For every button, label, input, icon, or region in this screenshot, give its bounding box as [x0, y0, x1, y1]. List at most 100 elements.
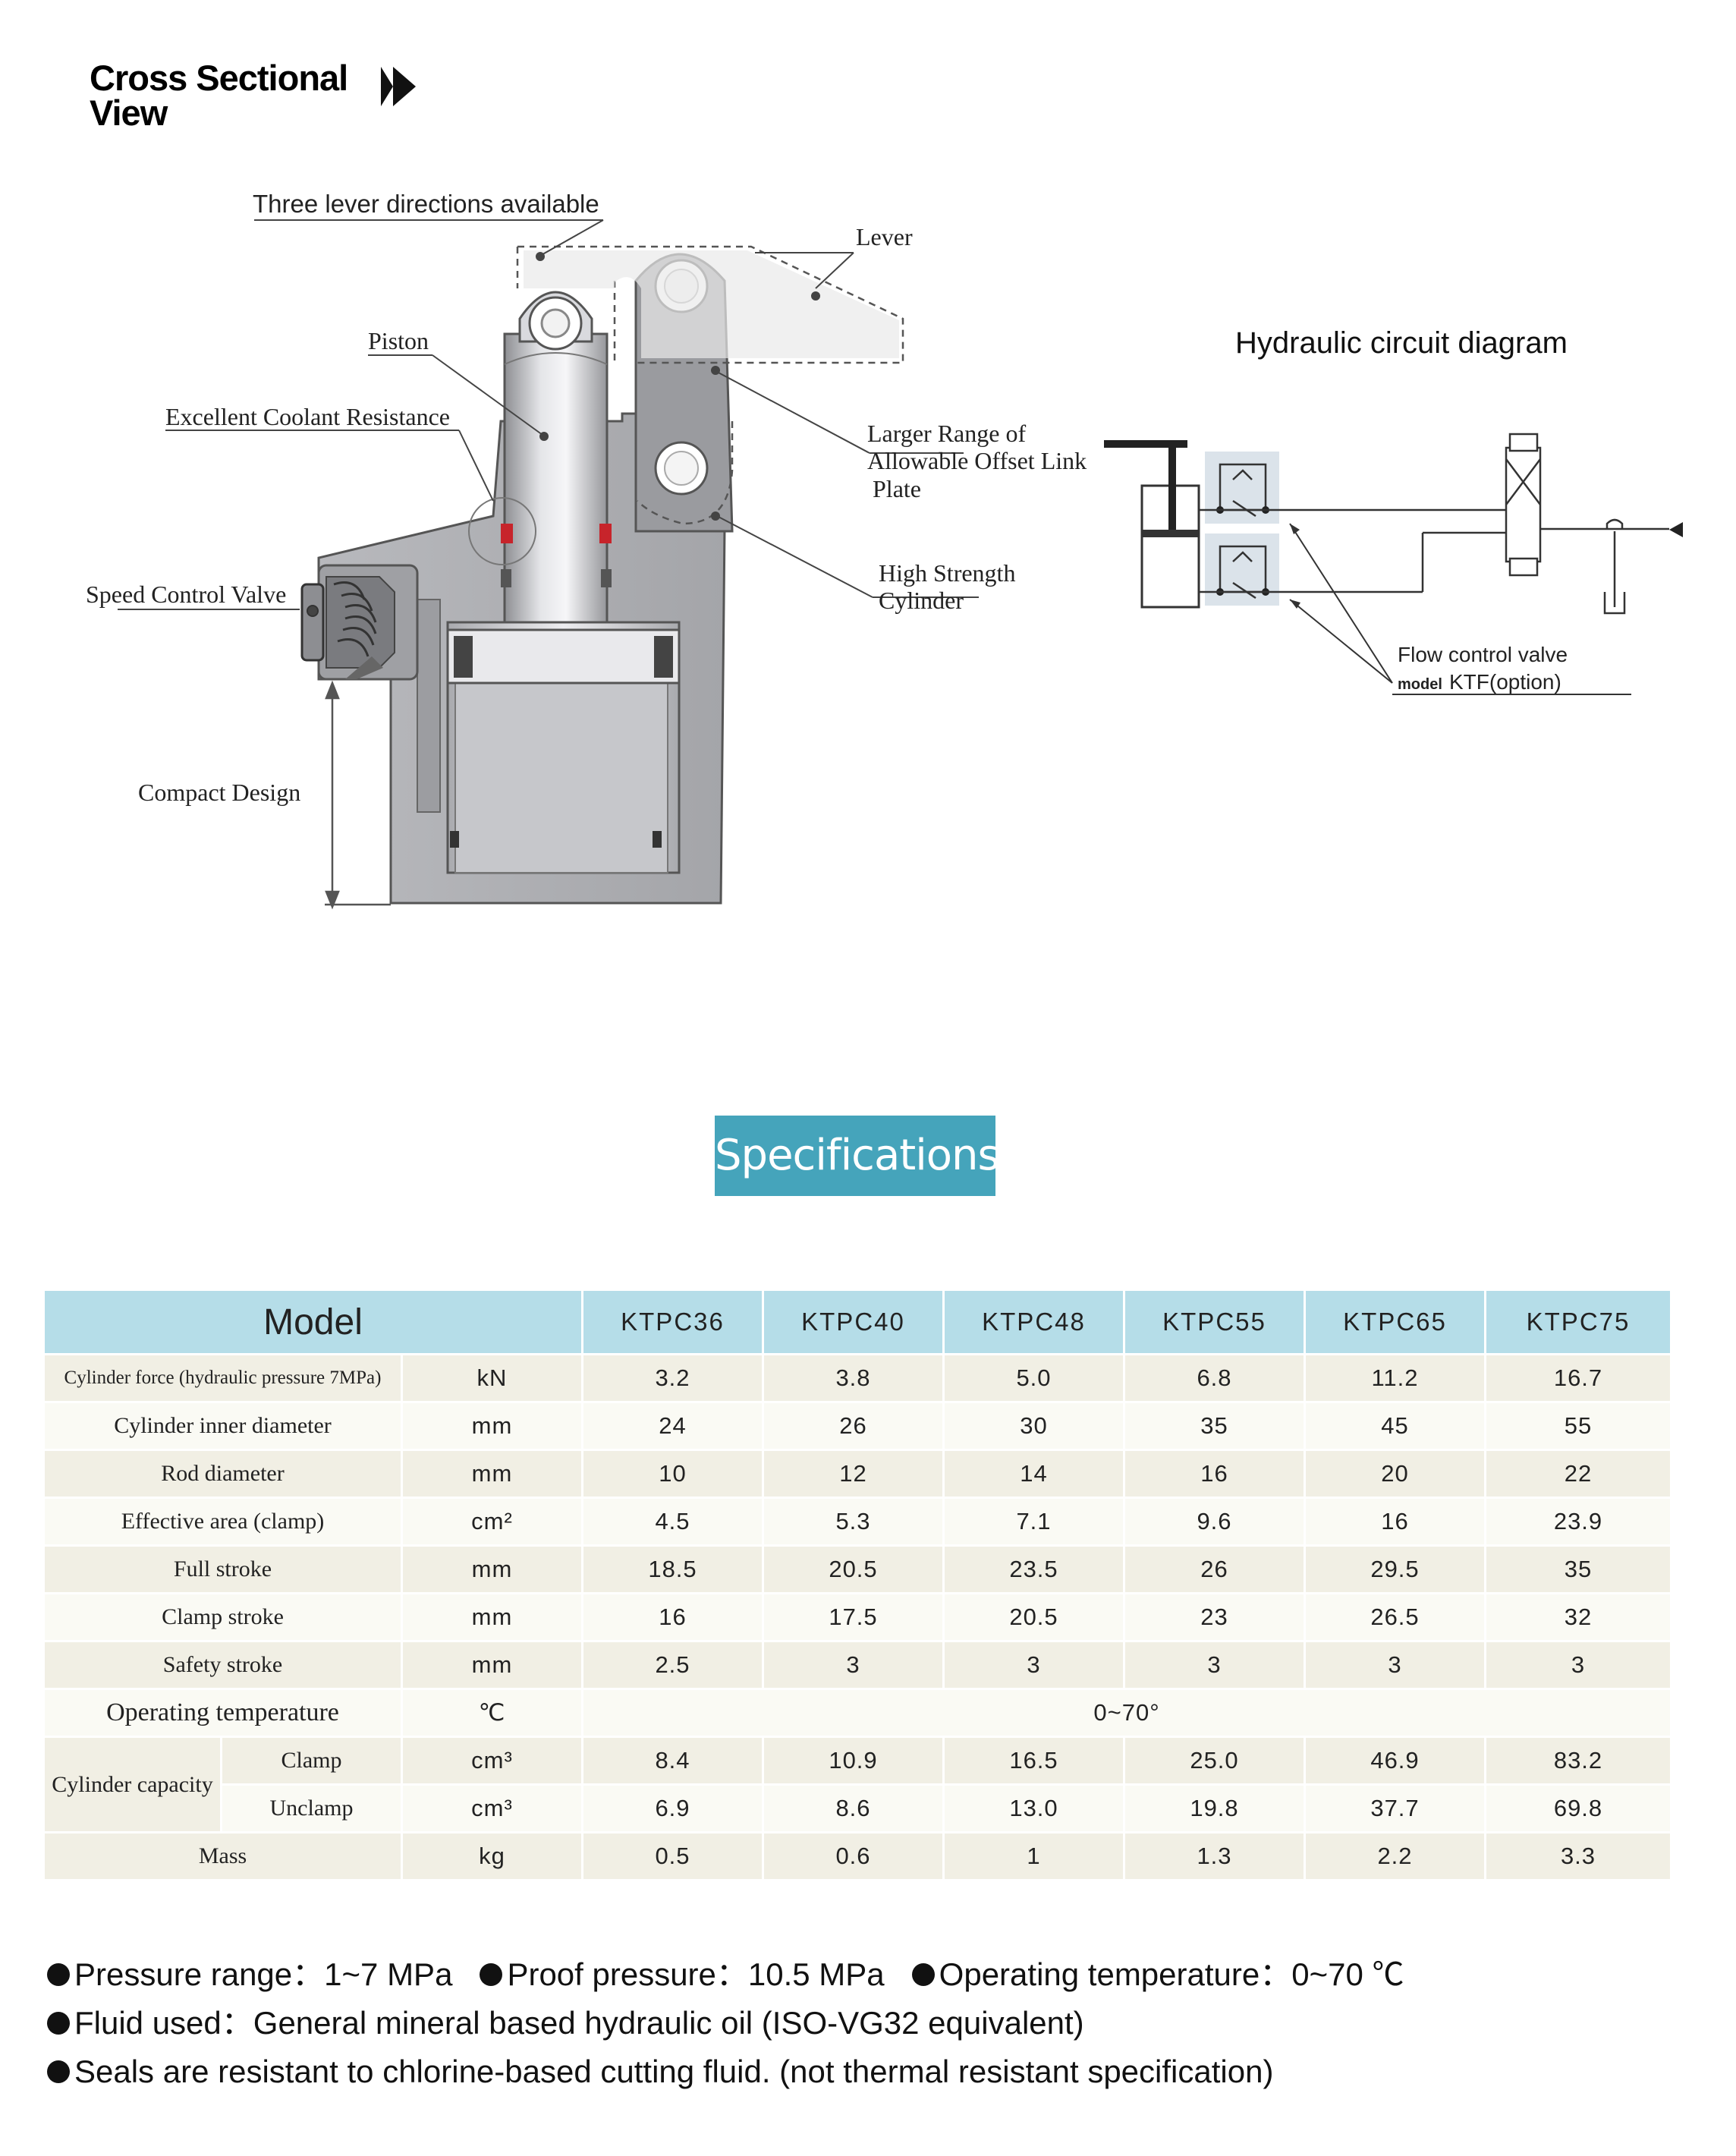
note-pressure: Pressure range：1~7 MPa [74, 1956, 453, 1992]
row-value: 12 [762, 1449, 945, 1499]
row-name: Cylinder inner diameter [42, 1401, 403, 1451]
model-col: KTPC40 [762, 1289, 945, 1355]
row-value: 23 [1123, 1592, 1306, 1642]
row-value: 4.5 [581, 1497, 764, 1547]
model-col: KTPC75 [1484, 1289, 1672, 1355]
table-row: Cylinder force (hydraulic pressure 7MPa)… [42, 1353, 1672, 1403]
row-value: 37.7 [1304, 1783, 1486, 1833]
row-value: 24 [581, 1401, 764, 1451]
row-value: 3.2 [581, 1353, 764, 1403]
row-unit: cm³ [401, 1736, 583, 1786]
row-value: 32 [1484, 1592, 1672, 1642]
row-name: Rod diameter [42, 1449, 403, 1499]
row-value: 13.0 [942, 1783, 1125, 1833]
row-value: 10 [581, 1449, 764, 1499]
label-compact: Compact Design [138, 779, 300, 806]
row-name: Effective area (clamp) [42, 1497, 403, 1547]
label-cylinder-line-2: Cylinder [879, 587, 964, 614]
label-speed-control: Speed Control Valve [86, 581, 286, 608]
model-header: Model [42, 1289, 583, 1355]
arrow-right-icon [381, 67, 416, 106]
row-value: 23.9 [1484, 1497, 1672, 1547]
row-value: 26.5 [1304, 1592, 1486, 1642]
row-unit: mm [401, 1640, 583, 1690]
row-name: Operating temperature [42, 1688, 403, 1738]
row-name: Unclamp [220, 1783, 403, 1833]
row-unit: cm³ [401, 1783, 583, 1833]
row-value: 30 [942, 1401, 1125, 1451]
row-value: 1.3 [1123, 1831, 1306, 1881]
note-line: Pressure range：1~7 MPa Proof pressure：10.… [47, 1950, 1404, 1999]
label-offset-line-1: Larger Range of [867, 420, 1026, 447]
label-offset-line-3: Plate [873, 475, 921, 502]
row-value: 25.0 [1123, 1736, 1306, 1786]
label-offset-line-2: Allowable Offset Link [867, 447, 1087, 474]
bullet-icon [47, 2011, 70, 2035]
row-unit: kg [401, 1831, 583, 1881]
row-value: 20.5 [762, 1544, 945, 1594]
row-value: 35 [1123, 1401, 1306, 1451]
row-value: 2.5 [581, 1640, 764, 1690]
row-value: 0.6 [762, 1831, 945, 1881]
model-name: KTF(option) [1449, 670, 1561, 694]
row-name: Cylinder force (hydraulic pressure 7MPa) [42, 1353, 403, 1403]
leader-lines [118, 219, 979, 615]
row-value: 83.2 [1484, 1736, 1672, 1786]
notes-section: Pressure range：1~7 MPa Proof pressure：10.… [47, 1950, 1404, 2096]
row-value: 55 [1484, 1401, 1672, 1451]
row-value: 16 [581, 1592, 764, 1642]
row-value: 10.9 [762, 1736, 945, 1786]
row-unit: mm [401, 1449, 583, 1499]
row-unit: mm [401, 1544, 583, 1594]
note-line: Fluid used：General mineral based hydraul… [47, 1999, 1404, 2047]
model-col: KTPC36 [581, 1289, 764, 1355]
row-value: 22 [1484, 1449, 1672, 1499]
row-value: 3 [762, 1640, 945, 1690]
label-cylinder-line-1: High Strength [879, 559, 1015, 587]
note-fluid: Fluid used：General mineral based hydraul… [74, 2005, 1084, 2041]
row-name: Clamp stroke [42, 1592, 403, 1642]
row-value: 11.2 [1304, 1353, 1486, 1403]
title-line-1: Cross Sectional [90, 58, 348, 98]
title-line-2: View [90, 93, 168, 133]
dimension-arrow [325, 680, 391, 910]
row-name: Clamp [220, 1736, 403, 1786]
row-unit: mm [401, 1592, 583, 1642]
row-value: 14 [942, 1449, 1125, 1499]
row-value: 17.5 [762, 1592, 945, 1642]
row-value: 45 [1304, 1401, 1486, 1451]
note-proof: Proof pressure：10.5 MPa [507, 1956, 885, 1992]
bullet-icon [47, 1962, 70, 1986]
row-value: 29.5 [1304, 1544, 1486, 1594]
row-value: 20 [1304, 1449, 1486, 1499]
spec-table: Model KTPC36 KTPC40 KTPC48 KTPC55 KTPC65… [42, 1289, 1672, 1881]
row-value: 3.8 [762, 1353, 945, 1403]
bullet-icon [480, 1962, 503, 1986]
row-value: 16.5 [942, 1736, 1125, 1786]
row-value: 26 [1123, 1544, 1306, 1594]
row-name: Safety stroke [42, 1640, 403, 1690]
row-value: 5.0 [942, 1353, 1125, 1403]
model-col: KTPC65 [1304, 1289, 1486, 1355]
row-value: 0~70° [581, 1688, 1672, 1738]
row-name: Mass [42, 1831, 403, 1881]
row-value: 3.3 [1484, 1831, 1672, 1881]
label-lever: Lever [856, 223, 913, 250]
flow-control-label: Flow control valve [1398, 643, 1568, 666]
row-unit: mm [401, 1401, 583, 1451]
table-header-row: Model KTPC36 KTPC40 KTPC48 KTPC55 KTPC65… [42, 1289, 1672, 1355]
row-value: 5.3 [762, 1497, 945, 1547]
model-col: KTPC55 [1123, 1289, 1306, 1355]
label-piston: Piston [368, 327, 429, 354]
row-value: 3 [1484, 1640, 1672, 1690]
row-value: 20.5 [942, 1592, 1125, 1642]
note-seals: Seals are resistant to chlorine-based cu… [74, 2054, 1274, 2089]
row-value: 16.7 [1484, 1353, 1672, 1403]
